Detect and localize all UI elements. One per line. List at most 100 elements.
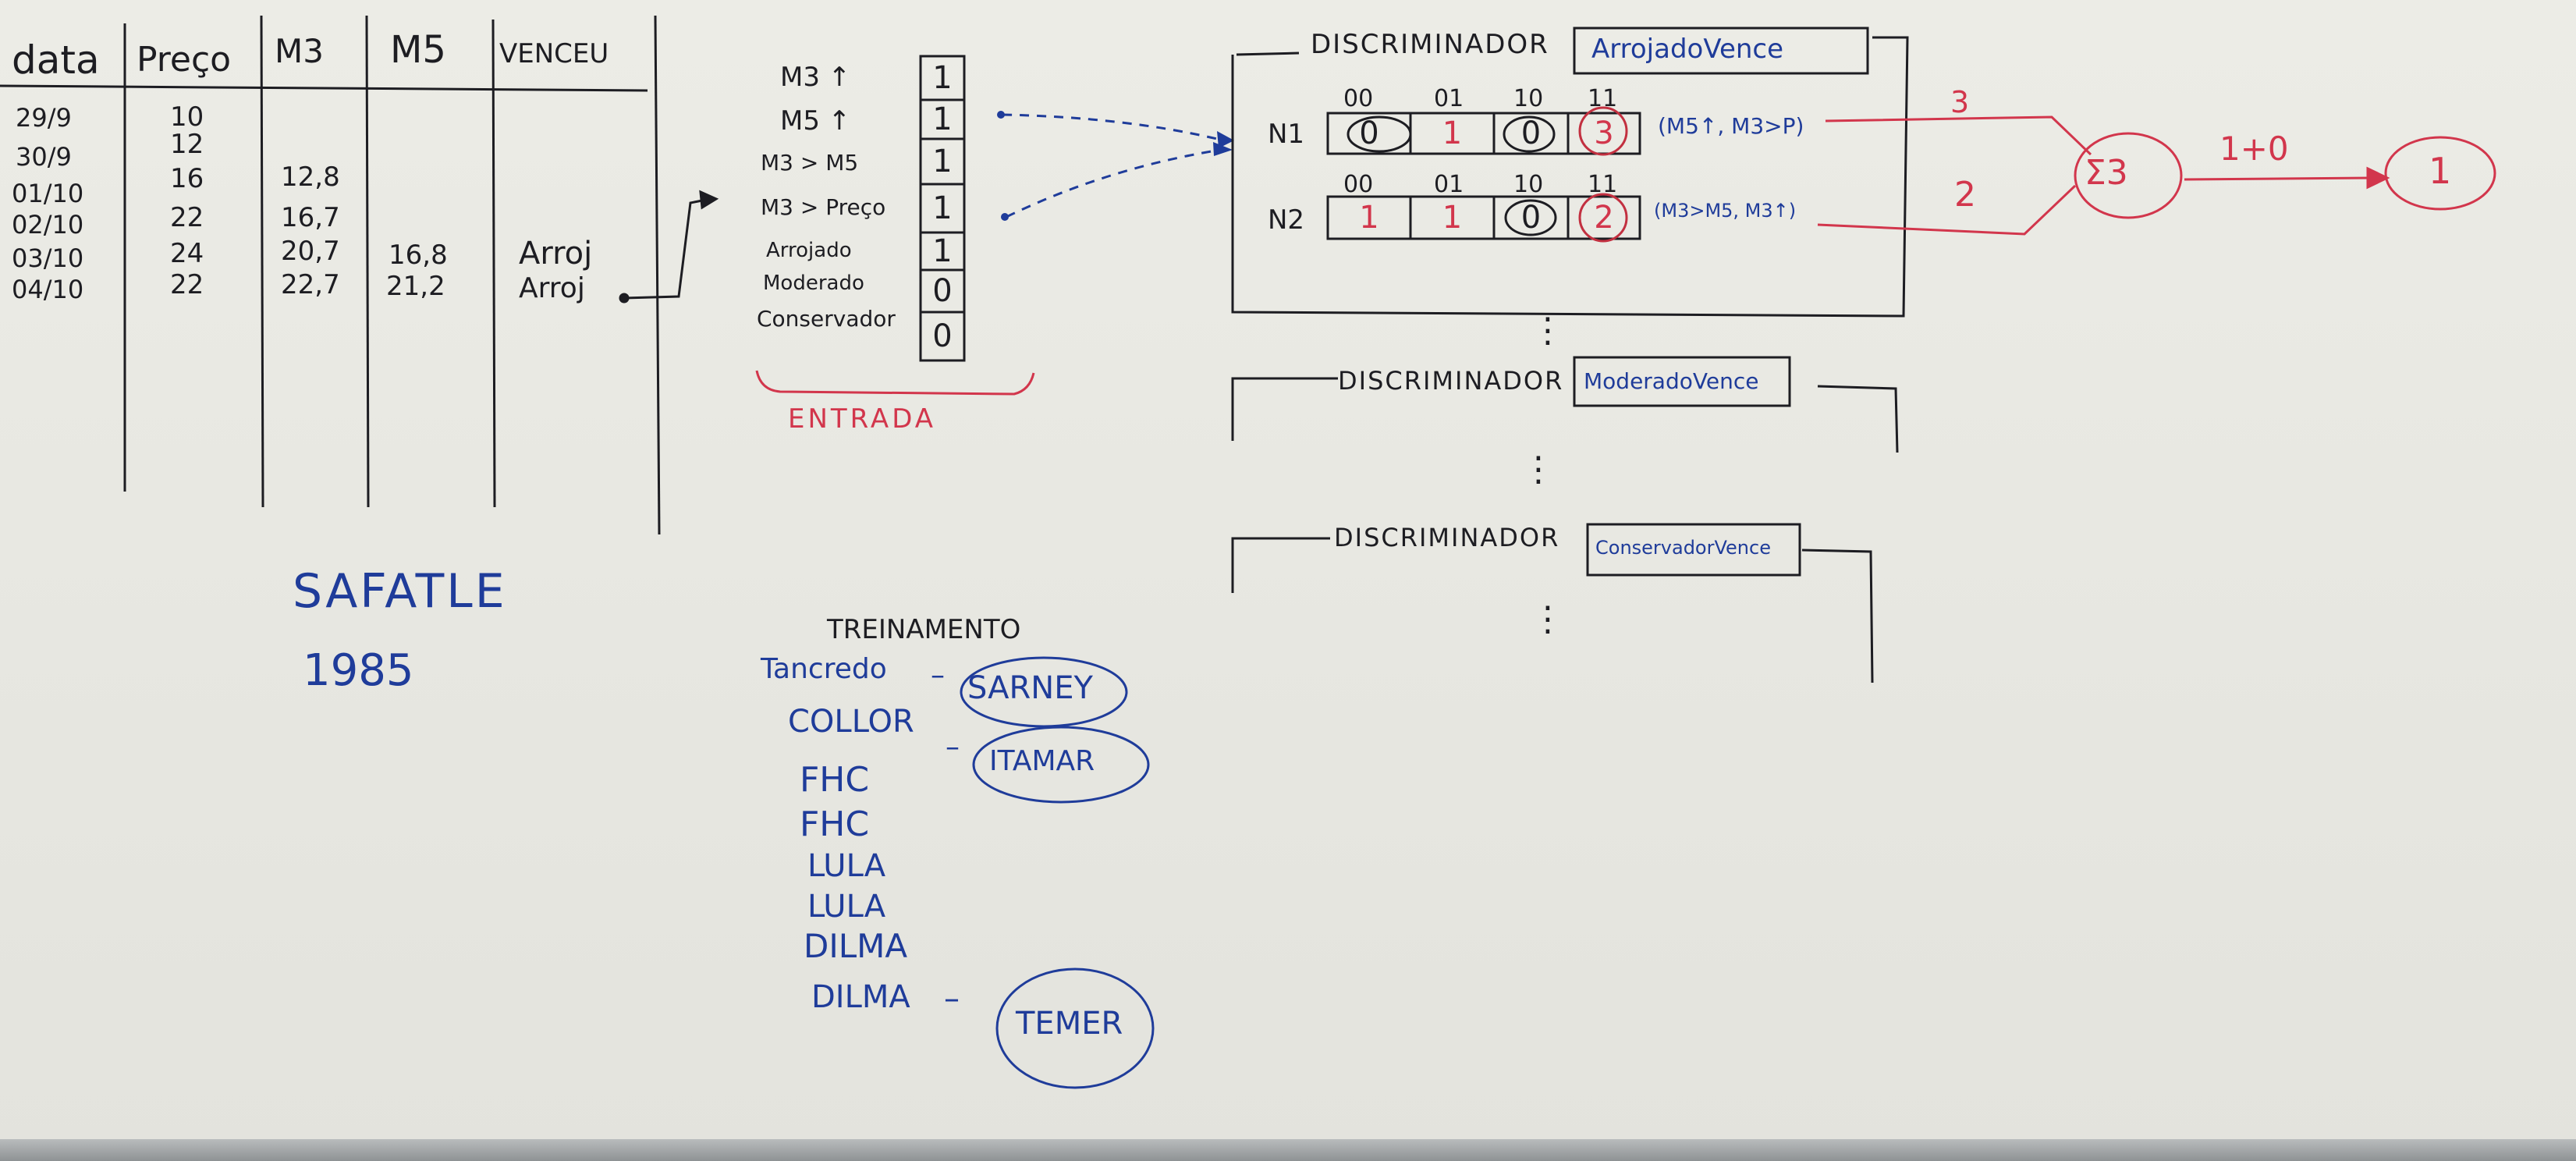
- bit-header: 00: [1343, 85, 1374, 112]
- table-cell: 22,7: [281, 269, 340, 300]
- table-header-m3: M3: [275, 32, 324, 70]
- discriminator-class-label: ModeradoVence: [1584, 368, 1759, 394]
- treinamento-name: FHC: [800, 804, 870, 844]
- discriminator-2-frame: [1231, 356, 1899, 453]
- table-cell: 12: [170, 129, 204, 160]
- entrada-value: 0: [932, 318, 953, 354]
- bit-header: 01: [1434, 85, 1464, 112]
- bit-header: 01: [1434, 171, 1464, 198]
- table-cell: 21,2: [386, 271, 445, 302]
- summation-node: Σ3: [2085, 153, 2128, 193]
- ellipsis: ⋮: [1521, 449, 1556, 489]
- table-header-data: data: [12, 37, 100, 83]
- bit-header: 10: [1513, 85, 1544, 112]
- entrada-label: M5 ↑: [780, 105, 851, 137]
- entrada-value: 1: [932, 190, 953, 226]
- table-cell: 24: [170, 238, 204, 269]
- treinamento-title: TREINAMENTO: [827, 614, 1021, 645]
- bit-header: 11: [1588, 85, 1618, 112]
- board-frame: [0, 1139, 2576, 1161]
- entrada-value: 0: [932, 273, 953, 309]
- neuron-weight: 3: [1950, 85, 1970, 119]
- bit-header: 11: [1588, 171, 1618, 198]
- discriminator-class-label: ArrojadoVence: [1591, 34, 1784, 65]
- entrada-label: Arrojado: [766, 239, 852, 262]
- ellipsis: ⋮: [1531, 311, 1565, 350]
- treinamento-name: DILMA: [811, 979, 910, 1015]
- discriminator-result: 1: [2429, 150, 2452, 192]
- red-connections: [1817, 115, 2496, 236]
- table-cell: Arroj: [519, 272, 585, 304]
- discriminator-title: DISCRIMINADOR: [1311, 29, 1549, 60]
- ram-cell: 0: [1520, 200, 1542, 236]
- entrada-label: M3 > M5: [761, 150, 859, 176]
- neuron-name: N2: [1268, 204, 1305, 236]
- n1-cells: [1326, 112, 1641, 155]
- table-cell: 22: [170, 269, 204, 300]
- table-cell: 02/10: [12, 210, 84, 240]
- dash: –: [931, 659, 945, 691]
- treinamento-answer: TEMER: [1016, 1006, 1123, 1042]
- ellipsis: ⋮: [1531, 599, 1565, 639]
- discriminator-class-label: ConservadorVence: [1595, 537, 1771, 559]
- discriminator-3-frame: [1231, 523, 1874, 683]
- bit-header: 10: [1513, 171, 1544, 198]
- table-cell: 04/10: [12, 275, 84, 304]
- treinamento-name: Tancredo: [761, 653, 887, 685]
- ram-cell: 1: [1442, 200, 1463, 236]
- entrada-value: 1: [932, 101, 953, 137]
- summation-output: 1+0: [2219, 130, 2289, 168]
- table-cell: 01/10: [12, 179, 84, 208]
- entrada-label: Conservador: [757, 306, 896, 332]
- table-header-preco: Preço: [137, 40, 232, 80]
- treinamento-answer: SARNEY: [967, 670, 1093, 706]
- ram-cell: 1: [1442, 115, 1463, 151]
- table-header-m5: M5: [390, 28, 446, 72]
- neuron-name: N1: [1268, 119, 1305, 150]
- table-cell: 16: [170, 163, 204, 194]
- treinamento-name: LULA: [807, 889, 886, 925]
- neuron-inputs: (M5↑, M3>P): [1658, 113, 1804, 139]
- table-cell: Arroj: [519, 236, 593, 272]
- table-header-venceu: VENCEU: [499, 38, 609, 69]
- n2-cells: [1326, 195, 1641, 240]
- table-cell: 30/9: [16, 142, 72, 172]
- neuron-weight: 2: [1954, 175, 1976, 215]
- entrada-value: 1: [932, 233, 953, 269]
- table-cell: 03/10: [12, 243, 84, 273]
- table-lines: [0, 15, 661, 535]
- table-cell: 22: [170, 202, 204, 233]
- entrada-box: [919, 55, 966, 362]
- treinamento-name: FHC: [800, 760, 870, 800]
- ram-cell: 0: [1520, 115, 1542, 151]
- entrada-label: M3 > Preço: [761, 194, 886, 220]
- entrada-caption: ENTRADA: [788, 403, 937, 435]
- ram-cell: 2: [1594, 200, 1614, 236]
- treinamento-name: LULA: [807, 848, 886, 884]
- dash: –: [946, 731, 960, 763]
- treinamento-name: DILMA: [804, 927, 908, 965]
- table-cell: 10: [170, 101, 204, 133]
- discriminator-title: DISCRIMINADOR: [1338, 366, 1564, 396]
- entrada-value: 1: [932, 144, 953, 179]
- note-name: SAFATLE: [293, 564, 507, 619]
- treinamento-name: COLLOR: [788, 704, 914, 740]
- note-year: 1985: [303, 645, 414, 696]
- table-cell: 20,7: [281, 236, 340, 267]
- discriminator-title: DISCRIMINADOR: [1334, 523, 1560, 552]
- table-cell: 29/9: [16, 103, 72, 133]
- entrada-value: 1: [932, 60, 953, 96]
- bit-header: 00: [1343, 171, 1374, 198]
- table-cell: 16,8: [389, 240, 448, 271]
- discriminator-1-frame: [1231, 27, 1909, 318]
- treinamento-answer: ITAMAR: [989, 745, 1095, 777]
- entrada-label: M3 ↑: [780, 62, 851, 93]
- ram-cell: 3: [1594, 115, 1614, 151]
- table-cell: 12,8: [281, 162, 340, 193]
- dash: –: [944, 981, 960, 1017]
- neuron-inputs: (M3>M5, M3↑): [1654, 200, 1797, 222]
- ram-cell: 0: [1359, 115, 1379, 151]
- ram-cell: 1: [1359, 200, 1379, 236]
